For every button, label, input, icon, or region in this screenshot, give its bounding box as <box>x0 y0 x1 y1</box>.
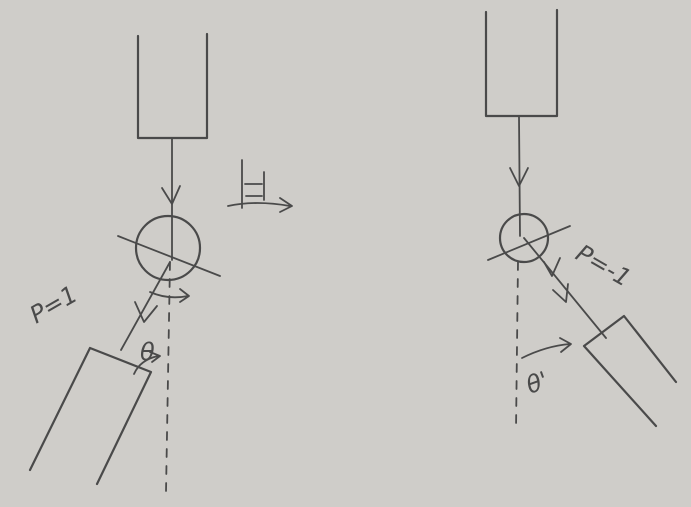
left-beam-arrow <box>161 185 181 205</box>
left-scattering-circle <box>134 214 202 282</box>
left-panel: P=1 θ <box>25 32 221 493</box>
left-angle-arc <box>133 351 161 375</box>
right-beam-arrow <box>509 167 529 187</box>
left-theta-label: θ <box>140 338 155 366</box>
left-source-box <box>136 32 209 140</box>
right-angle-arc <box>521 337 572 359</box>
right-scattered-arrow <box>543 257 561 277</box>
transform-arrow-marks <box>241 159 265 209</box>
right-reference-line <box>515 261 519 431</box>
right-scattered-arrow-2 <box>552 283 569 303</box>
left-detector <box>28 346 153 486</box>
left-reference-line <box>165 261 171 493</box>
left-scattered-arrow <box>134 301 158 323</box>
right-source-box <box>484 8 559 118</box>
transform-arrow-main <box>227 197 293 213</box>
right-detector <box>582 314 678 428</box>
left-plane-line <box>117 235 221 277</box>
right-scattered-beam <box>523 237 607 339</box>
transform-arrow-icon <box>227 159 293 213</box>
left-scattered-beam <box>120 261 171 351</box>
right-scattering-circle <box>498 212 550 264</box>
right-incoming-beam <box>518 116 521 237</box>
